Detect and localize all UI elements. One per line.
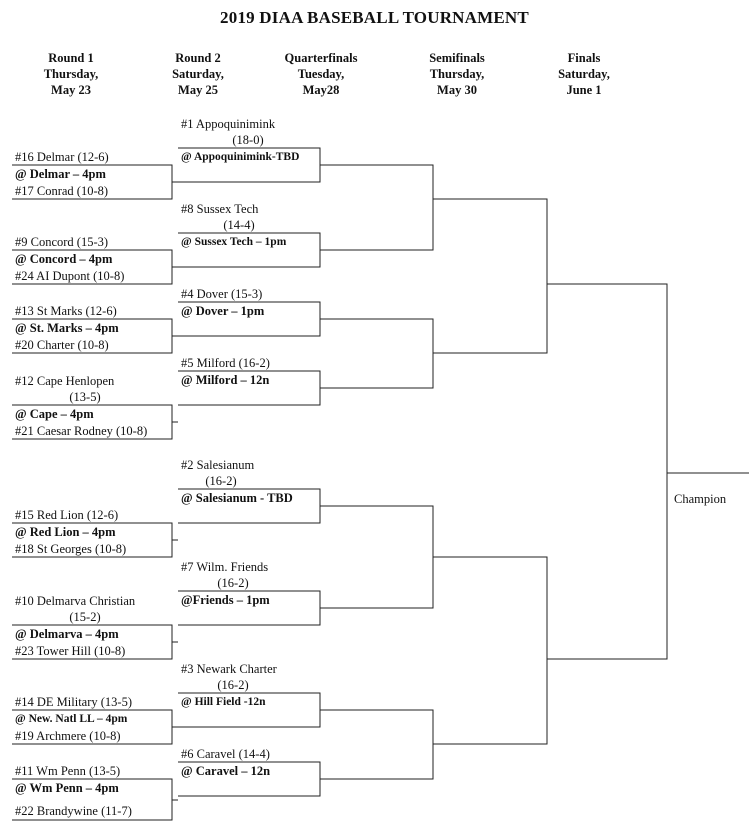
champion-label: Champion: [674, 492, 727, 506]
r2-g4-seed: #5 Milford (16-2): [181, 356, 270, 370]
r2-g7-record: (16-2): [217, 678, 249, 692]
r1-g8-team-top: #11 Wm Penn (13-5): [15, 764, 121, 778]
r1-g6-site: @ Delmarva – 4pm: [15, 627, 119, 641]
r2-g2-site: @ Sussex Tech – 1pm: [181, 236, 287, 248]
r1-g1-site: @ Delmar – 4pm: [15, 167, 106, 181]
r2-g8-site: @ Caravel – 12n: [181, 764, 271, 778]
r2-g6-seed: #7 Wilm. Friends: [181, 560, 269, 574]
r2-g7-seed: #3 Newark Charter: [181, 662, 277, 676]
r1-g8-team-bottom: #22 Brandywine (11-7): [15, 804, 132, 818]
r2-g5-seed: #2 Salesianum: [181, 458, 255, 472]
r2-g1-record: (18-0): [232, 133, 264, 147]
r1-g8-site: @ Wm Penn – 4pm: [15, 781, 119, 795]
r2-g6-site: @Friends – 1pm: [181, 593, 270, 607]
r2-g5-site: @ Salesianum - TBD: [181, 491, 293, 505]
r2-g1-seed: #1 Appoquinimink: [181, 117, 276, 131]
r1-g6-team-top: #10 Delmarva Christian: [15, 594, 136, 608]
r1-g7-team-top: #14 DE Military (13-5): [15, 695, 132, 709]
r1-g1-team-top: #16 Delmar (12-6): [15, 150, 109, 164]
r1-g7-site: @ New. Natl LL – 4pm: [15, 713, 128, 725]
r2-g4-site: @ Milford – 12n: [181, 373, 270, 387]
r2-g2-record: (14-4): [223, 218, 255, 232]
r2-g2-seed: #8 Sussex Tech: [181, 202, 259, 216]
r1-g6-team-bottom: #23 Tower Hill (10-8): [15, 644, 126, 658]
r1-g5-team-top: #15 Red Lion (12-6): [15, 508, 119, 522]
r2-g7-site: @ Hill Field -12n: [181, 696, 266, 708]
r1-g4-team-bottom: #21 Caesar Rodney (10-8): [15, 424, 148, 438]
r1-g3-site: @ St. Marks – 4pm: [15, 321, 119, 335]
r1-g1-team-bottom: #17 Conrad (10-8): [15, 184, 109, 198]
r1-g4-site: @ Cape – 4pm: [15, 407, 94, 421]
r1-g5-team-bottom: #18 St Georges (10-8): [15, 542, 127, 556]
r2-g6-record: (16-2): [217, 576, 249, 590]
r1-g2-team-top: #9 Concord (15-3): [15, 235, 109, 249]
page-title: 2019 DIAA BASEBALL TOURNAMENT: [220, 8, 529, 27]
r2-g1-site: @ Appoquinimink-TBD: [181, 151, 300, 163]
r1-g4-team-top-record: (13-5): [69, 390, 101, 404]
r2-g3-site: @ Dover – 1pm: [181, 304, 265, 318]
r1-g7-team-bottom: #19 Archmere (10-8): [15, 729, 121, 743]
r1-g3-team-top: #13 St Marks (12-6): [15, 304, 117, 318]
r2-g5-record: (16-2): [205, 474, 237, 488]
r2-g3-seed: #4 Dover (15-3): [181, 287, 263, 301]
r2-g8-seed: #6 Caravel (14-4): [181, 747, 270, 761]
r1-g2-site: @ Concord – 4pm: [15, 252, 113, 266]
r1-g6-team-top-record: (15-2): [69, 610, 101, 624]
r1-g2-team-bottom: #24 AI Dupont (10-8): [15, 269, 125, 283]
r1-g4-team-top: #12 Cape Henlopen: [15, 374, 115, 388]
r1-g3-team-bottom: #20 Charter (10-8): [15, 338, 109, 352]
r1-g5-site: @ Red Lion – 4pm: [15, 525, 116, 539]
